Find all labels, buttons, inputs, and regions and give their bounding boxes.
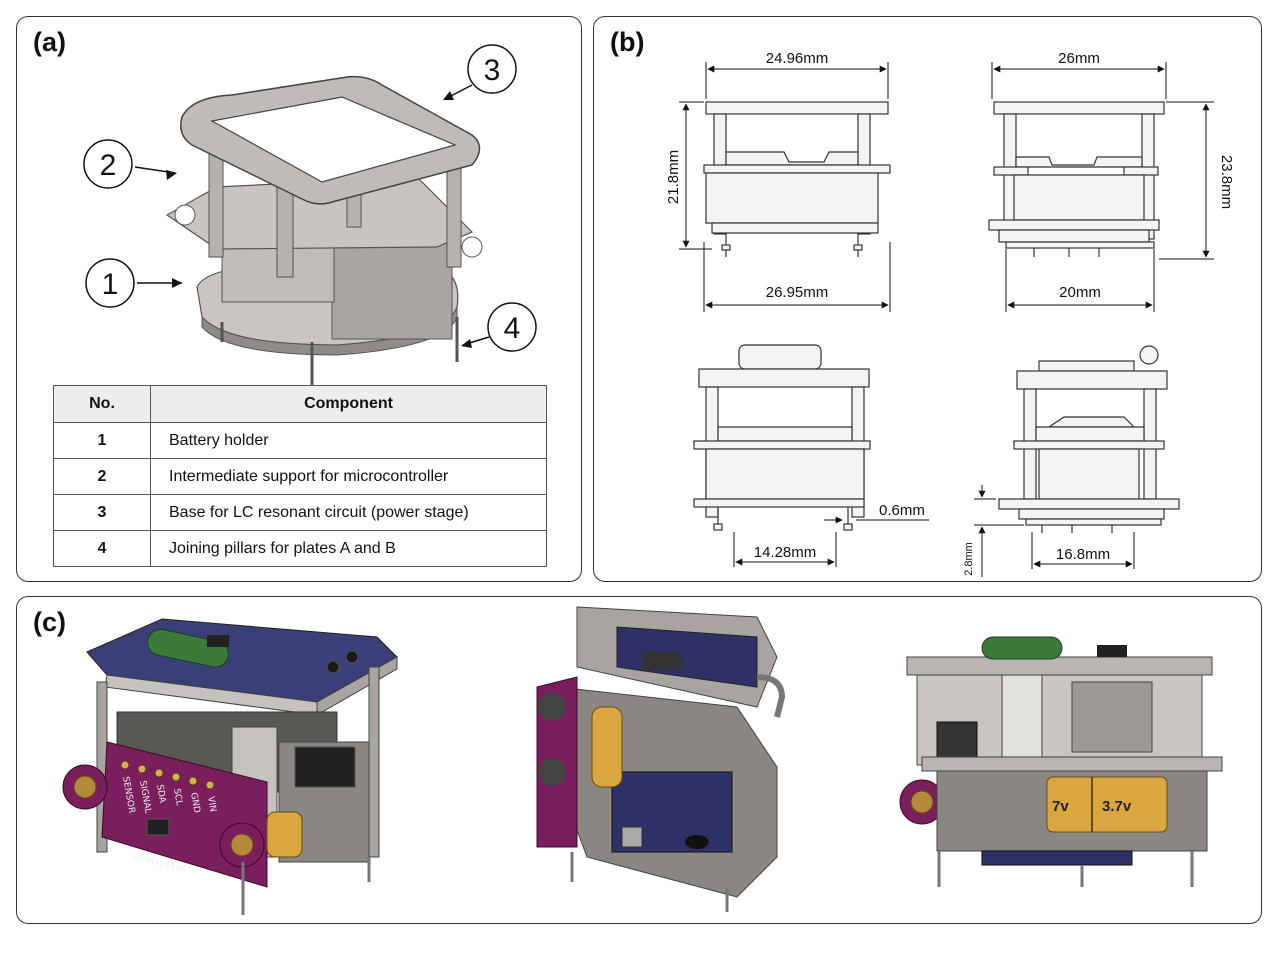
battery-holder-wall xyxy=(331,238,453,340)
table-row: 1 Battery holder xyxy=(53,422,547,459)
dim-label: 26mm xyxy=(1058,50,1100,67)
dim-top-width-right xyxy=(991,62,1167,99)
svg-text:2: 2 xyxy=(100,149,117,182)
row-component: Base for LC resonant circuit (power stag… xyxy=(150,494,547,531)
row-no: 4 xyxy=(53,530,151,567)
dim-label: 21.8mm xyxy=(665,150,682,204)
row-component: Battery holder xyxy=(150,422,547,459)
dim-pin-height xyxy=(974,485,1024,577)
svg-text:3: 3 xyxy=(484,54,501,87)
panel-a: (a) 1 2 xyxy=(16,16,582,582)
dim-label: 0.6mm xyxy=(879,502,925,519)
rear-view xyxy=(693,344,871,531)
dim-label: 26.95mm xyxy=(766,284,829,301)
row-no: 2 xyxy=(53,458,151,495)
battery-cell xyxy=(1046,776,1168,833)
table-row: 3 Base for LC resonant circuit (power st… xyxy=(53,494,547,531)
battery-label: 3.7v xyxy=(1102,798,1132,815)
panel-b: (b) 24.96mm xyxy=(593,16,1262,582)
panel-b-orthographic-views: 24.96mm 21.8mm 26.95mm xyxy=(665,50,1235,577)
component-table: No. Component 1 Battery holder 2 Interme… xyxy=(53,385,547,567)
dim-bottom-width-left xyxy=(703,242,891,312)
panel-c-label: (c) xyxy=(33,607,66,637)
dim-label: 20mm xyxy=(1059,284,1101,301)
dim-label: 16.8mm xyxy=(1056,546,1110,563)
svg-text:SDA: SDA xyxy=(154,784,167,805)
svg-text:VIN: VIN xyxy=(205,796,218,813)
panel-c-renders: SENSOR SIGNAL SDA SCL GND VIN 2A-YD1B5VA xyxy=(62,606,1223,915)
dim-height-left xyxy=(679,101,712,250)
table-header-component: Component xyxy=(150,385,547,423)
panel-b-label: (b) xyxy=(610,27,645,57)
dim-top-width-left xyxy=(705,62,889,99)
dim-pin-spacing xyxy=(1031,532,1135,569)
dim-label: 2.8mm xyxy=(963,542,975,576)
table-header-no: No. xyxy=(53,385,151,423)
dim-label: 23.8mm xyxy=(1218,155,1235,209)
dim-pillar-spacing xyxy=(733,532,837,567)
panel-c: (c) xyxy=(16,596,1262,924)
callout-3: 3 xyxy=(443,44,517,100)
callout-1: 1 xyxy=(85,258,182,308)
top-view xyxy=(998,345,1180,533)
render-side-view: 7v 3.7v xyxy=(899,636,1223,887)
svg-text:1: 1 xyxy=(102,268,119,301)
side-view xyxy=(988,101,1165,257)
battery-label-partial: 7v xyxy=(1052,798,1069,815)
render-bottom-perspective xyxy=(536,606,786,912)
front-view xyxy=(703,101,891,257)
svg-text:GND: GND xyxy=(188,792,201,814)
dim-label: 24.96mm xyxy=(766,50,829,67)
callout-2: 2 xyxy=(83,139,177,189)
dim-height-right xyxy=(1159,101,1214,260)
panel-a-label: (a) xyxy=(33,27,66,57)
render-front-perspective: SENSOR SIGNAL SDA SCL GND VIN 2A-YD1B5VA xyxy=(62,618,398,915)
pin-holes xyxy=(120,760,215,790)
panel-a-3d-model: 1 2 3 4 xyxy=(83,44,537,387)
callout-4: 4 xyxy=(461,302,537,352)
pin-labels: SENSOR SIGNAL SDA SCL GND VIN xyxy=(120,776,218,814)
row-component: Joining pillars for plates A and B xyxy=(150,530,547,567)
row-component: Intermediate support for microcontroller xyxy=(150,458,547,495)
dim-label: 14.28mm xyxy=(754,544,817,561)
svg-text:4: 4 xyxy=(504,312,521,345)
row-no: 1 xyxy=(53,422,151,459)
dim-bottom-width-right xyxy=(1005,249,1155,312)
table-row: 2 Intermediate support for microcontroll… xyxy=(53,458,547,495)
svg-text:SCL: SCL xyxy=(171,788,184,806)
table-row: 4 Joining pillars for plates A and B xyxy=(53,530,547,567)
row-no: 3 xyxy=(53,494,151,531)
